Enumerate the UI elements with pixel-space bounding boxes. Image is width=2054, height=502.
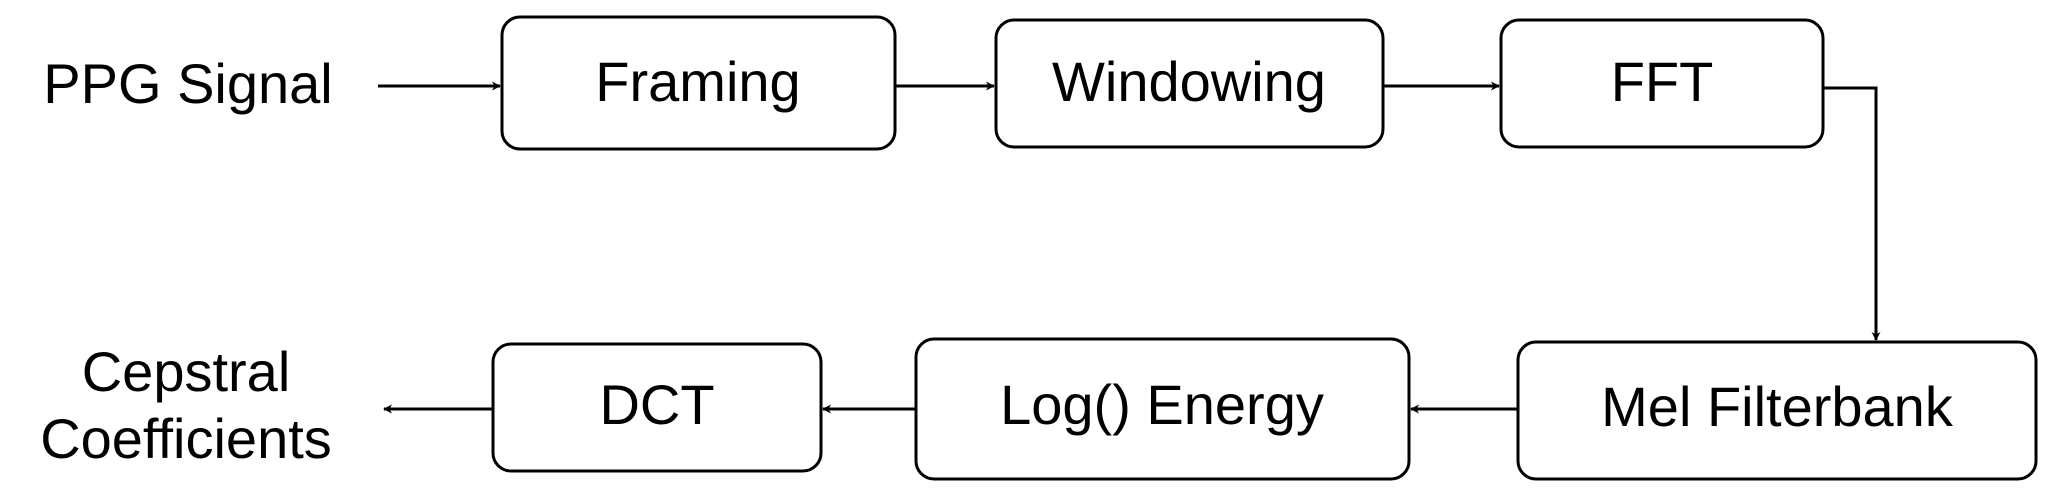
node-windowing-label: Windowing bbox=[1052, 50, 1326, 113]
arrow-fft-to-mel-filterbank bbox=[1823, 86, 1881, 341]
node-fft: FFT bbox=[1499, 18, 1825, 149]
input-label: PPG Signal bbox=[43, 52, 333, 115]
node-log-energy: Log() Energy bbox=[914, 337, 1411, 481]
node-framing-label: Framing bbox=[595, 50, 800, 113]
node-framing: Framing bbox=[500, 15, 897, 151]
output-label-line2: Coefficients bbox=[40, 407, 332, 470]
node-log-energy-label: Log() Energy bbox=[1000, 373, 1324, 436]
node-mel-filterbank-label: Mel Filterbank bbox=[1601, 375, 1954, 438]
node-mel-filterbank: Mel Filterbank bbox=[1516, 340, 2038, 481]
output-label-line1: Cepstral bbox=[82, 340, 291, 403]
node-windowing: Windowing bbox=[994, 18, 1385, 149]
node-dct: DCT bbox=[491, 342, 823, 473]
node-fft-label: FFT bbox=[1611, 50, 1714, 113]
node-dct-label: DCT bbox=[599, 373, 714, 436]
